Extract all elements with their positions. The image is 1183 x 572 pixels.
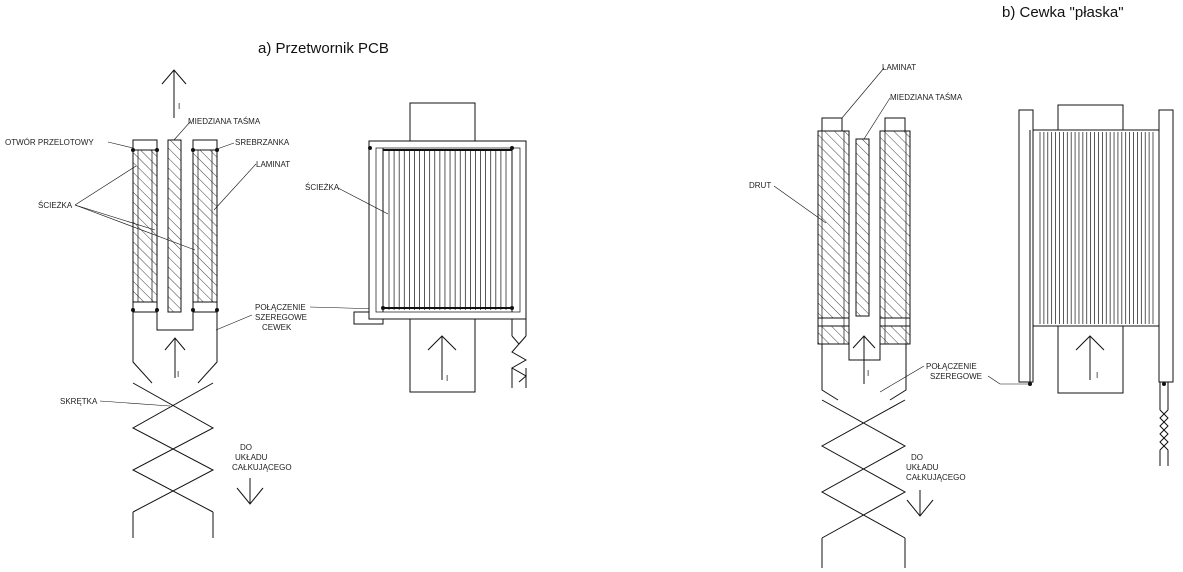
- coil-winding: [1039, 132, 1154, 324]
- coil-cross-section: I: [817, 117, 934, 568]
- pcb-left-board: [132, 139, 158, 313]
- series-connection-u: [156, 312, 194, 331]
- pcb-right-bottom-cap: [192, 301, 218, 313]
- twisted-pair-b: [820, 399, 907, 568]
- pcb-center-copper-strip: [167, 139, 182, 313]
- label-to-2-a: UKŁADU: [235, 453, 268, 462]
- label-laminate-b: LAMINAT: [882, 63, 916, 72]
- label-series-2: SZEREGOWE: [255, 313, 307, 322]
- pcb-front-view: I ŚCIEŻKA: [305, 102, 528, 393]
- twisted-pair-a: [131, 382, 215, 538]
- label-series-2-b: SZEREGOWE: [930, 372, 982, 381]
- output-arrow-b: [906, 490, 934, 517]
- pcb-right-top-cap: [192, 139, 218, 151]
- label-series-1: POŁĄCZENIE: [255, 303, 306, 312]
- current-label-top: I: [178, 102, 180, 111]
- label-track-a-left: ŚCIEŻKA: [38, 201, 73, 210]
- label-to-2-b: UKŁADU: [906, 463, 939, 472]
- labels-part-a: OTWÓR PRZELOTOWY MIEDZIANA TAŚMA SREBRZA…: [5, 117, 382, 472]
- title-b: b) Cewka "płaska": [1002, 4, 1124, 21]
- label-laminate-a: LAMINAT: [256, 160, 290, 169]
- title-a: a) Przetwornik PCB: [258, 40, 389, 57]
- pcb-left-top-cap: [132, 139, 158, 151]
- label-series-3: CEWEK: [262, 323, 292, 332]
- label-copper-strip-b: MIEDZIANA TAŚMA: [890, 93, 963, 102]
- label-to-1-b: DO: [911, 453, 923, 462]
- pcb-tracks: [383, 149, 512, 310]
- current-label-mid: I: [177, 370, 179, 379]
- coil-front-view: I: [1018, 104, 1174, 466]
- label-series-1-b: POŁĄCZENIE: [926, 362, 977, 371]
- label-to-1-a: DO: [240, 443, 252, 452]
- label-silver-wire: SREBRZANKA: [235, 138, 290, 147]
- label-track-a-right: ŚCIEŻKA: [305, 183, 340, 192]
- label-to-3-a: CAŁKUJĄCEGO: [232, 463, 292, 472]
- pcb-left-bottom-cap: [132, 301, 158, 313]
- label-to-3-b: CAŁKUJĄCEGO: [906, 473, 966, 482]
- coil-right-board: [879, 130, 911, 345]
- label-via: OTWÓR PRZELOTOWY: [5, 138, 94, 147]
- pcb-right-board: [192, 139, 218, 313]
- label-copper-strip-a: MIEDZIANA TAŚMA: [188, 117, 261, 126]
- current-label-mid-b: I: [867, 369, 869, 378]
- coil-center-copper-strip: [855, 138, 870, 317]
- current-arrow-top: I: [161, 69, 187, 118]
- labels-part-b: LAMINAT MIEDZIANA TAŚMA DRUT POŁĄCZENIE …: [749, 63, 1030, 482]
- pcb-cross-section: I I: [131, 69, 264, 538]
- output-arrow-a: [236, 478, 264, 505]
- current-label-right-a: I: [446, 374, 448, 383]
- current-label-right-b: I: [1096, 371, 1098, 380]
- label-twisted-pair-a: SKRĘTKA: [60, 397, 98, 406]
- label-wire-b: DRUT: [749, 181, 771, 190]
